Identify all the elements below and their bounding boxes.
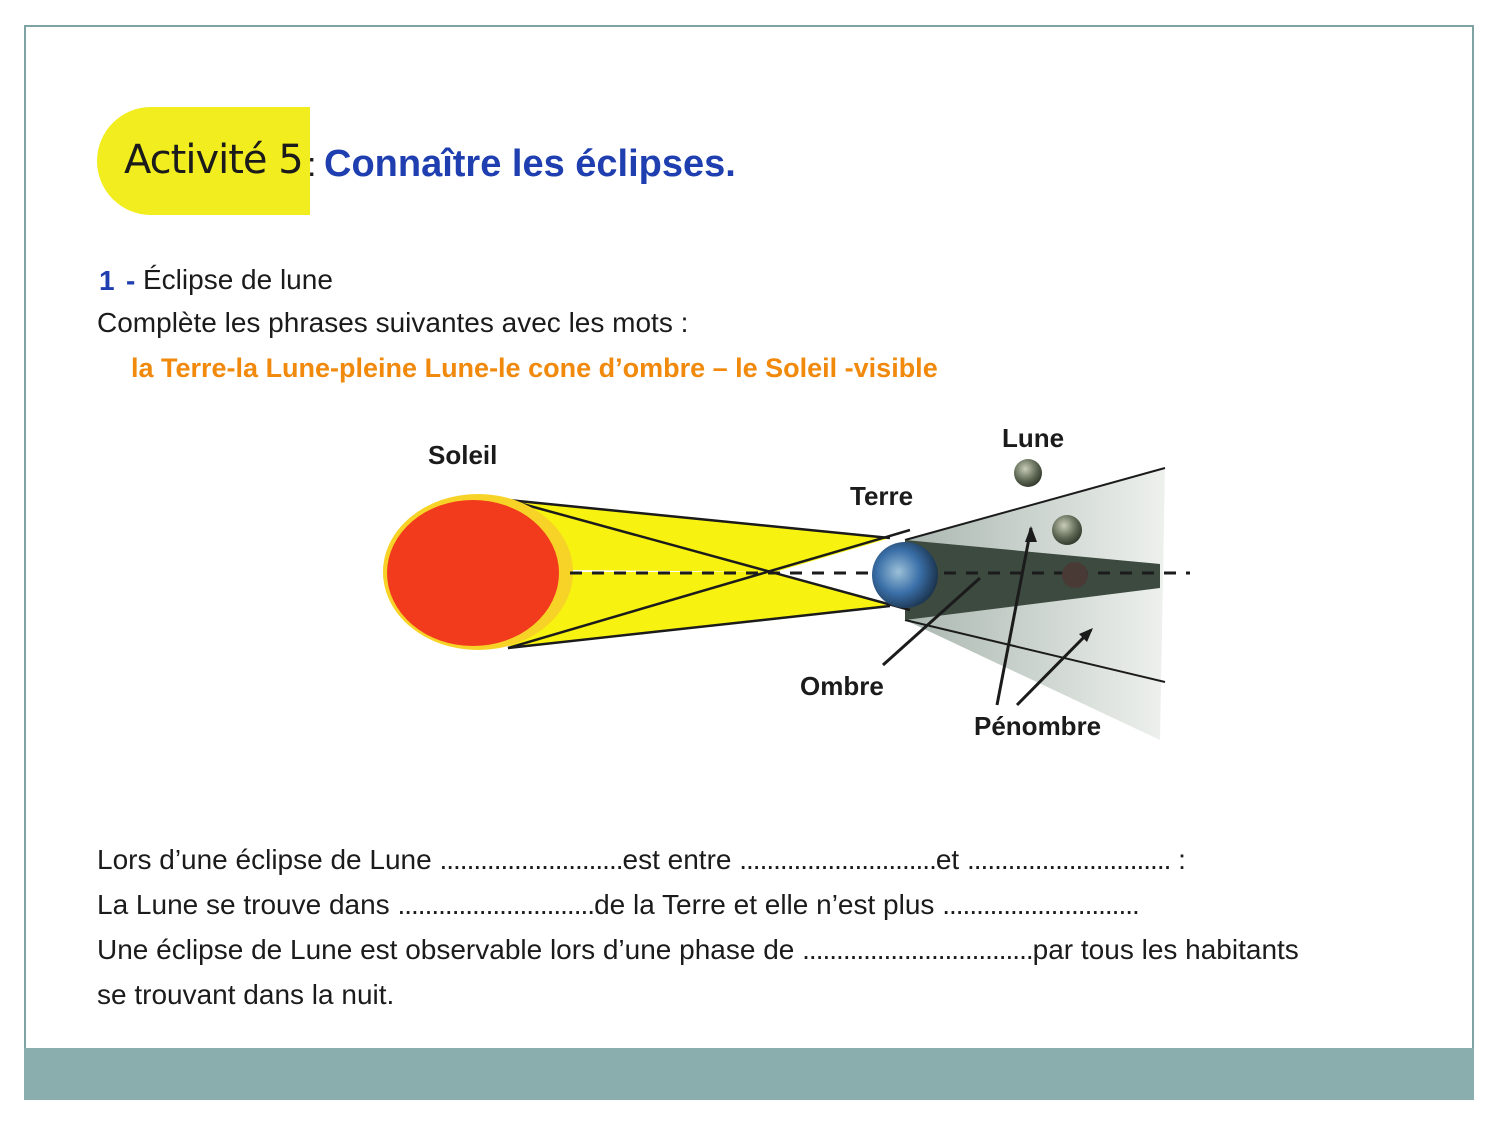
earth [872,542,938,608]
light-cone-lower [508,572,890,648]
moon-outside [1014,459,1042,487]
arrow-penombre-1-head [1025,526,1037,542]
blank-2[interactable]: ............................. [739,844,937,875]
sentence-3: Une éclipse de Lune est observable lors … [97,934,1299,966]
sun [387,500,559,646]
blank-3[interactable]: .............................. [967,844,1171,875]
moon-umbra [1062,562,1088,588]
light-cone-upper [508,500,890,572]
sentence-3-text-b: par tous les habitants [1032,934,1299,965]
question-title: Éclipse de lune [143,264,333,295]
blank-4[interactable]: ............................. [397,889,595,920]
sentence-1-text-c: et [935,844,967,875]
ray-bottom-straight [507,604,891,650]
label-lune: Lune [1002,423,1064,453]
penumbra-edge-top [904,467,1166,541]
page-title: Connaître les éclipses. [324,143,736,185]
blank-5[interactable]: ............................. [942,889,1140,920]
sentence-2-text-a: La Lune se trouve dans [97,889,398,920]
ray-top-straight [507,498,891,540]
label-terre: Terre [850,481,913,511]
sentence-1: Lors d’une éclipse de Lune .............… [97,844,1186,876]
instruction-text: Complète les phrases suivantes avec les … [97,307,689,338]
question-dash: - [126,265,136,296]
sentence-2: La Lune se trouve dans .................… [97,889,1140,921]
blank-6[interactable]: .................................. [802,934,1033,965]
blank-1[interactable]: ........................... [439,844,623,875]
arrow-penombre-1 [995,527,1033,706]
arrow-penombre-2 [1015,628,1093,707]
sentence-1-text-d: : [1170,844,1186,875]
umbra-cone [905,540,1160,620]
title-colon: : [307,146,317,184]
sentence-2-text-b: de la Terre et elle n’est plus [594,889,943,920]
footer-bar [24,1048,1474,1100]
activity-number: Activité 5 [124,137,304,183]
label-penombre: Pénombre [974,711,1101,741]
lunar-eclipse-diagram: Soleil Terre Lune Ombre Pénombre [383,423,1190,741]
sentence-4-text: se trouvant dans la nuit. [97,979,395,1010]
moon-penumbra [1052,515,1082,545]
sentence-4: se trouvant dans la nuit. [97,979,394,1011]
question-number: 1 [99,265,115,296]
ray-bottom-cross [507,528,911,650]
sentence-1-text-b: est entre [622,844,740,875]
word-bank: la Terre-la Lune-pleine Lune-le cone d’o… [131,353,938,383]
ray-top-cross [507,498,911,612]
label-soleil: Soleil [428,440,497,470]
penumbra-region [905,468,1165,740]
label-ombre: Ombre [800,671,884,701]
arrow-penombre-2-head [1079,628,1093,642]
arrow-ombre [881,576,982,667]
penumbra-edge-bottom [904,619,1166,683]
title-highlight [97,107,310,215]
sentence-1-text-a: Lors d’une éclipse de Lune [97,844,440,875]
sentence-3-text-a: Une éclipse de Lune est observable lors … [97,934,803,965]
